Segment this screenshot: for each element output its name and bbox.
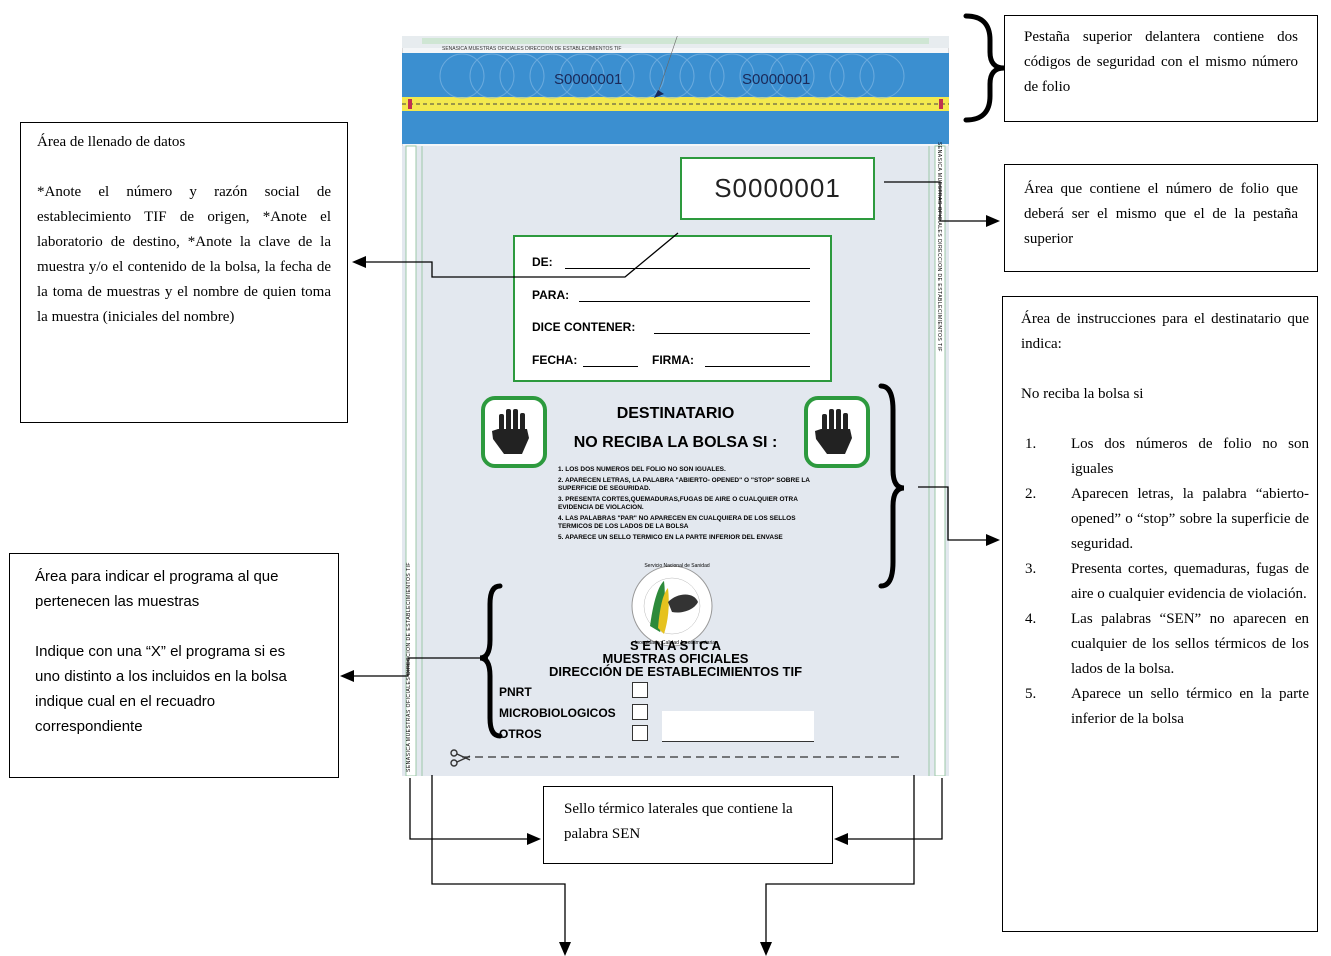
field-firma[interactable] <box>705 366 810 367</box>
program-label-otros: OTROS <box>499 727 542 741</box>
program-checkbox-microbiologicos[interactable] <box>632 704 648 720</box>
program-label-microbiologicos: MICROBIOLOGICOS <box>499 706 616 720</box>
callout-top-tab: Pestaña superior delantera contiene dos … <box>1004 15 1318 122</box>
seal-bottom-text: Inocuidad y Calidad Agroalimentaria <box>634 640 716 646</box>
field-dice-contener[interactable] <box>654 333 810 334</box>
callout-data-area-title: Área de llenado de datos <box>37 134 186 150</box>
program-checkbox-otros[interactable] <box>632 725 648 741</box>
program-checkbox-pnrt[interactable] <box>632 682 648 698</box>
callout-instructions-lead: No reciba la bolsa si <box>1021 386 1144 402</box>
callout-data-area: Área de llenado de datos *Anote el númer… <box>20 122 348 423</box>
callout-instructions: Área de instrucciones para el destinatar… <box>1002 296 1318 932</box>
form-label-dice-contener: DICE CONTENER: <box>532 320 636 334</box>
warning-item: 5. APARECE UN SELLO TERMICO EN LA PARTE … <box>558 534 783 541</box>
callout-instructions-intro: Área de instrucciones para el destinatar… <box>1021 311 1309 352</box>
warning-item: 1. LOS DOS NUMEROS DEL FOLIO NO SON IGUA… <box>558 466 726 473</box>
stop-hand-icon <box>815 409 852 454</box>
sample-bag: SENASICA MUESTRAS OFICIALES DIRECCIÓN DE… <box>401 27 950 777</box>
form-label-firma: FIRMA: <box>652 353 694 367</box>
form-label-fecha: FECHA: <box>532 353 578 367</box>
folio-number-box: S0000001 <box>680 157 875 220</box>
field-de[interactable] <box>565 268 810 269</box>
org-line-2: MUESTRAS OFICIALES <box>602 651 749 666</box>
callout-program-area: Área para indicar el programa al que per… <box>9 553 339 778</box>
program-label-pnrt: PNRT <box>499 685 532 699</box>
callout-folio-area: Área que contiene el número de folio que… <box>1004 164 1318 272</box>
instruction-item: 1.Los dos números de folio no son iguale… <box>1025 436 1309 477</box>
stop-hand-icon <box>492 409 529 454</box>
tab-strip-text: SENASICA MUESTRAS OFICIALES DIRECCIÓN DE… <box>442 46 622 52</box>
org-line-3: DIRECCIÓN DE ESTABLECIMIENTOS TIF <box>548 664 803 679</box>
form-label-para: PARA: <box>532 288 570 302</box>
callout-program-area-title: Área para indicar el programa al que per… <box>35 568 279 610</box>
warning-item: 4. LAS PALABRAS "PAR" NO APARECEN EN CUA… <box>558 515 796 530</box>
tab-blue-band <box>402 53 949 97</box>
brace-instructions <box>878 383 905 589</box>
program-otros-field[interactable] <box>662 711 814 742</box>
instruction-item: 2.Aparecen letras, la palabra “abierto-o… <box>1025 486 1309 552</box>
warning-title: DESTINATARIO <box>616 405 735 422</box>
instruction-item: 5.Aparece un sello térmico en la parte i… <box>1025 686 1309 727</box>
callout-side-seal: Sello térmico laterales que contiene la … <box>543 786 833 864</box>
warning-item: 2. APARECEN LETRAS, LA PALABRA "ABIERTO-… <box>558 477 810 492</box>
instruction-item: 4.Las palabras “SEN” no aparecen en cual… <box>1025 611 1309 677</box>
tab-folio-left: S0000001 <box>554 71 623 88</box>
brace-programs <box>479 583 503 739</box>
field-para[interactable] <box>579 301 810 302</box>
tab-folio-right: S0000001 <box>742 71 811 88</box>
brace-top-tab <box>963 13 1005 123</box>
seal-top-text: Servicio Nacional de Sanidad <box>644 563 710 569</box>
callout-instructions-list: 1.Los dos números de folio no son iguale… <box>1021 432 1309 732</box>
warning-list: 1. LOS DOS NUMEROS DEL FOLIO NO SON IGUA… <box>558 466 818 542</box>
callout-data-area-body: *Anote el número y razón social de estab… <box>37 184 331 325</box>
callout-program-area-body: Indique con una “X” el programa si es un… <box>35 643 287 735</box>
org-line-1: S E N A S I C A <box>629 638 721 653</box>
warning-item: 3. PRESENTA CORTES,QUEMADURAS,FUGAS DE A… <box>558 496 798 511</box>
form-label-de: DE: <box>532 255 553 269</box>
senasica-seal-icon <box>631 565 713 647</box>
org-name: S E N A S I C A MUESTRAS OFICIALES DIREC… <box>502 639 849 678</box>
scissors-icon <box>450 749 471 767</box>
warning-subtitle: NO RECIBA LA BOLSA SI : <box>573 434 778 451</box>
instruction-item: 3.Presenta cortes, quemaduras, fugas de … <box>1025 561 1309 602</box>
data-form: DE: PARA: DICE CONTENER: FECHA: FIRMA: <box>513 235 832 382</box>
field-fecha[interactable] <box>583 366 638 367</box>
